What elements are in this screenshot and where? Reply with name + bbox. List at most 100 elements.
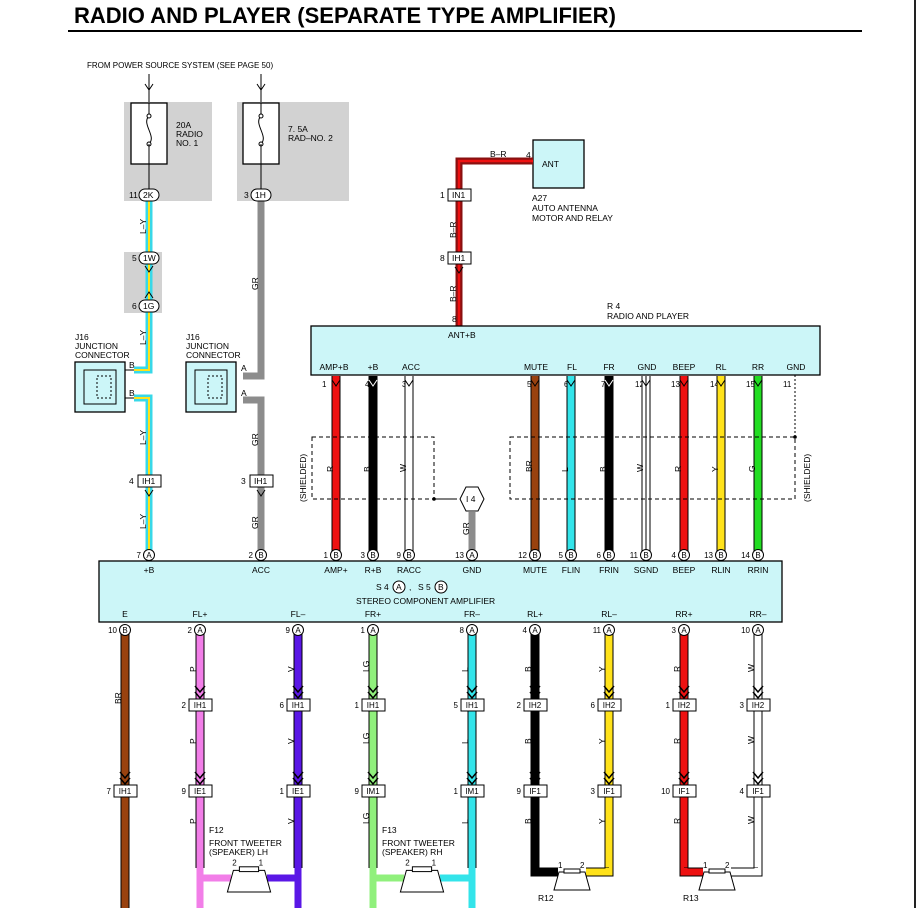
amp-top-label: FLIN xyxy=(562,565,580,575)
amp-top-pin: 11 xyxy=(630,551,639,560)
amp-bottom-conn xyxy=(752,624,764,636)
radio-terminal-label: GND xyxy=(787,362,806,372)
amp-bottom-label: RR+ xyxy=(675,609,692,619)
amp-top-label: R+B xyxy=(365,565,382,575)
lower-connector-label: IE1 xyxy=(194,787,207,796)
radio-terminal-label: AMP+B xyxy=(319,362,348,372)
wire-code-gr-3: GR xyxy=(250,516,260,529)
radio-terminal-label: MUTE xyxy=(524,362,548,372)
amp-top-terminals: A7+BB2ACCB1AMP+B3R+BB9RACCA13GNDB12MUTEB… xyxy=(137,549,768,575)
lower-connector-pin: 1 xyxy=(454,787,459,796)
amp-bottom-conn-letter: A xyxy=(755,626,761,635)
speaker-lead xyxy=(440,868,476,882)
wire-arrow xyxy=(292,771,304,780)
wire-code: W xyxy=(746,736,756,744)
wire-code: V xyxy=(286,666,296,672)
amp-top-label: GND xyxy=(463,565,482,575)
speaker-id: R12 xyxy=(538,893,554,903)
amp-bottom-label: FR– xyxy=(464,609,480,619)
svg-text:JUNCTION: JUNCTION xyxy=(75,341,118,351)
svg-text:4: 4 xyxy=(129,476,134,486)
svg-text:1: 1 xyxy=(440,190,445,200)
amp-top-pin: 1 xyxy=(324,551,329,560)
amp-top-conn xyxy=(715,549,727,561)
amp-top-conn-letter: B xyxy=(532,551,537,560)
radio-and-player-unit: R 4 RADIO AND PLAYER ANT+B xyxy=(310,301,821,376)
amp-bottom-pin: 11 xyxy=(593,626,602,635)
wire-code-ant-2: B–R xyxy=(448,221,458,238)
amp-top-conn xyxy=(640,549,652,561)
amp-bottom-conn xyxy=(194,624,206,636)
speaker-pin-a: 1 xyxy=(558,861,563,870)
svg-text:J16: J16 xyxy=(186,332,200,342)
ih-connector xyxy=(286,698,311,712)
amp-top-conn-letter: A xyxy=(469,551,475,560)
wire-code-lefty-3: L–Y xyxy=(138,430,148,445)
amp-bottom-pin: 3 xyxy=(672,626,677,635)
svg-text:B: B xyxy=(438,582,444,592)
radio-terminal-label: FL xyxy=(567,362,577,372)
lower-connector xyxy=(286,784,311,798)
speaker-magnet xyxy=(708,868,726,874)
fuse2-rating: 7. 5A xyxy=(288,124,308,134)
svg-text:8: 8 xyxy=(452,314,457,324)
amp-bottom-label: RL+ xyxy=(527,609,543,619)
amp-bottom-conn-letter: A xyxy=(295,626,301,635)
lower-connector xyxy=(672,784,697,798)
svg-text:A: A xyxy=(241,388,247,398)
lower-connector-label: IF1 xyxy=(752,787,764,796)
amp-top-pin: 13 xyxy=(455,551,464,560)
amp-top-conn xyxy=(603,549,615,561)
wire-arrow xyxy=(466,771,478,780)
speaker-id: F12 xyxy=(209,825,224,835)
amp-top-conn-letter: A xyxy=(146,551,152,560)
speaker-pin-a: 2 xyxy=(405,859,410,868)
svg-text:,: , xyxy=(409,582,411,592)
wire-code: BR xyxy=(524,460,534,472)
wire-arrow xyxy=(753,379,763,387)
speaker-lead xyxy=(731,868,762,876)
wire-arrow xyxy=(292,777,304,786)
svg-text:S 4: S 4 xyxy=(376,582,389,592)
conn-ih1-left: IH1 4 xyxy=(129,474,162,497)
fuse-radio-no1: 20A RADIO NO. 1 xyxy=(130,102,203,165)
svg-text:1W: 1W xyxy=(143,253,156,263)
ih-connector-pin: 5 xyxy=(454,701,459,710)
amp-top-pin: 13 xyxy=(704,551,713,560)
wire-code: Y xyxy=(597,738,607,744)
wire-arrow xyxy=(678,691,690,700)
wire-arrow xyxy=(678,777,690,786)
radio-terminal-pin: 4 xyxy=(365,380,370,389)
amp-top-conn xyxy=(330,549,342,561)
conn-1h: 1H 3 xyxy=(244,188,272,202)
amp-top-conn xyxy=(143,549,155,561)
speaker-id: R13 xyxy=(683,893,699,903)
amp-bottom-pin: 10 xyxy=(108,626,117,635)
amp-top-pin: 5 xyxy=(559,551,564,560)
lower-connector xyxy=(746,784,771,798)
amp-top-conn-letter: B xyxy=(718,551,723,560)
speaker-name1: FRONT TWEETER xyxy=(209,838,282,848)
svg-text:A: A xyxy=(241,363,247,373)
svg-text:1G: 1G xyxy=(143,301,154,311)
svg-text:8: 8 xyxy=(440,253,445,263)
svg-text:IH1: IH1 xyxy=(452,253,466,263)
wire-code-ant-3: B–R xyxy=(448,285,458,302)
wire-code: L xyxy=(460,819,470,824)
amp-top-conn xyxy=(678,549,690,561)
speaker-magnet xyxy=(411,866,433,873)
fuse1-name1: RADIO xyxy=(176,129,203,139)
wire-code-lefty-4: L–Y xyxy=(138,514,148,529)
radio-terminal-pin: 15 xyxy=(746,380,755,389)
wire-arrow xyxy=(292,685,304,694)
speaker-pin-a: 1 xyxy=(703,861,708,870)
amp-bottom-conn-letter: A xyxy=(681,626,687,635)
amp-top-pin: 14 xyxy=(741,551,750,560)
svg-text:J16: J16 xyxy=(75,332,89,342)
radio-terminal-label: RL xyxy=(716,362,727,372)
wire-code-gr-1: GR xyxy=(250,277,260,290)
ih-connector-label: IH2 xyxy=(678,701,691,710)
wire-code-gr-2: GR xyxy=(250,433,260,446)
lower-connector-label: IM1 xyxy=(465,787,479,796)
